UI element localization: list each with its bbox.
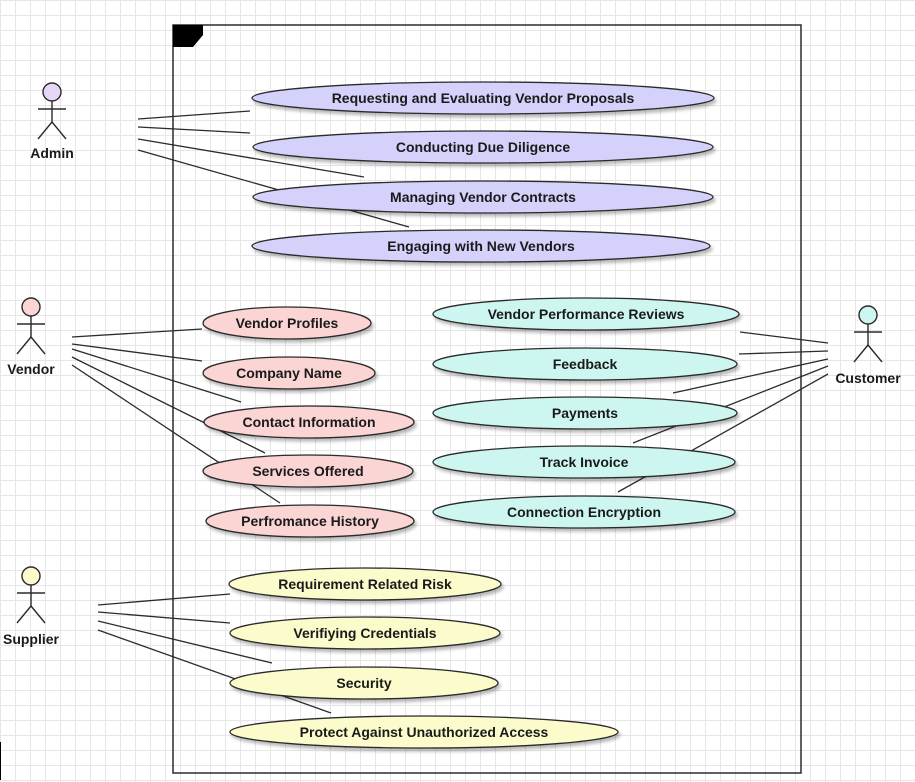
actor-admin[interactable]: Admin (30, 82, 74, 161)
actor-vendor[interactable]: Vendor (7, 297, 55, 377)
use-case-ellipse (251, 81, 715, 115)
actor-supplier[interactable]: Supplier (3, 566, 60, 647)
use-case-label: Feedback (553, 356, 618, 372)
customer-association-3 (672, 358, 829, 394)
use-case-ellipse (252, 130, 714, 164)
use-case-connection-encryption[interactable]: Connection Encryption (432, 495, 736, 529)
use-case-services-offered[interactable]: Services Offered (202, 454, 414, 488)
admin-association-1 (137, 110, 251, 120)
stick-figure-icon (853, 305, 883, 363)
actor-label: Customer (835, 370, 901, 386)
associations (71, 110, 829, 714)
use-case-requirement-related-risk[interactable]: Requirement Related Risk (228, 567, 502, 601)
use-case-label: Requesting and Evaluating Vendor Proposa… (332, 90, 635, 106)
customer-association-1 (739, 331, 829, 344)
supplier-association-3 (97, 620, 273, 664)
stick-figure-icon (37, 82, 67, 140)
use-case-ellipse (251, 229, 711, 263)
use-case-label: Vendor Performance Reviews (488, 306, 685, 322)
use-case-ellipse (202, 306, 372, 340)
use-case-ellipse (432, 445, 736, 479)
use-case-ellipse (205, 504, 415, 538)
use-case-label: Company Name (236, 365, 342, 381)
actor-customer[interactable]: Customer (835, 305, 901, 386)
admin-association-4 (137, 149, 410, 228)
admin-association-3 (137, 138, 365, 178)
use-case-label: Vendor Profiles (236, 315, 339, 331)
use-case-company-name[interactable]: Company Name (202, 356, 376, 390)
use-case-ellipse (252, 180, 714, 214)
stick-figure-icon (16, 566, 46, 624)
use-cases: Requesting and Evaluating Vendor Proposa… (202, 81, 740, 749)
vendor-association-2 (71, 343, 203, 362)
use-case-contact-information[interactable]: Contact Information (203, 405, 415, 439)
use-case-managing-vendor-contracts[interactable]: Managing Vendor Contracts (252, 180, 714, 214)
use-case-vendor-profiles[interactable]: Vendor Profiles (202, 306, 372, 340)
use-case-security[interactable]: Security (229, 666, 499, 700)
use-case-vendor-performance-reviews[interactable]: Vendor Performance Reviews (432, 297, 740, 331)
use-case-ellipse (203, 405, 415, 439)
system-boundary (172, 24, 802, 774)
actor-label: Vendor (7, 361, 55, 377)
use-case-ellipse (202, 454, 414, 488)
use-case-label: Perfromance History (241, 513, 379, 529)
use-case-verifiying-credentials[interactable]: Verifiying Credentials (229, 616, 501, 650)
use-case-ellipse (432, 347, 738, 381)
stick-figure-icon (16, 297, 46, 355)
use-case-label: Connection Encryption (507, 504, 661, 520)
use-case-label: Payments (552, 405, 618, 421)
use-case-ellipse (202, 356, 376, 390)
vendor-association-4 (71, 356, 266, 454)
use-case-conducting-due-diligence[interactable]: Conducting Due Diligence (252, 130, 714, 164)
use-case-label: Conducting Due Diligence (396, 139, 570, 155)
use-case-ellipse (229, 715, 619, 749)
use-case-label: Track Invoice (540, 454, 629, 470)
use-case-label: Engaging with New Vendors (387, 238, 575, 254)
use-case-protect-against-unauthorized-access[interactable]: Protect Against Unauthorized Access (229, 715, 619, 749)
vendor-association-3 (71, 348, 242, 403)
use-case-track-invoice[interactable]: Track Invoice (432, 445, 736, 479)
use-case-ellipse (432, 396, 738, 430)
use-case-label: Security (336, 675, 391, 691)
use-case-label: Protect Against Unauthorized Access (300, 724, 549, 740)
supplier-association-4 (97, 629, 332, 714)
use-case-ellipse (229, 616, 501, 650)
supplier-association-1 (97, 593, 231, 606)
use-case-ellipse (432, 297, 740, 331)
use-case-ellipse (228, 567, 502, 601)
use-case-label: Contact Information (243, 414, 376, 430)
actor-label: Admin (30, 145, 74, 161)
use-case-ellipse (229, 666, 499, 700)
use-case-engaging-with-new-vendors[interactable]: Engaging with New Vendors (251, 229, 711, 263)
use-case-perfromance-history[interactable]: Perfromance History (205, 504, 415, 538)
customer-association-4 (632, 365, 829, 444)
use-case-requesting-and-evaluating-vendor-proposals[interactable]: Requesting and Evaluating Vendor Proposa… (251, 81, 715, 115)
use-case-ellipse (432, 495, 736, 529)
customer-association-2 (738, 350, 829, 355)
use-case-label: Managing Vendor Contracts (390, 189, 576, 205)
supplier-association-2 (97, 611, 231, 624)
edge-marker (0, 742, 1, 780)
use-case-feedback[interactable]: Feedback (432, 347, 738, 381)
use-case-label: Requirement Related Risk (278, 576, 452, 592)
admin-association-2 (137, 126, 251, 134)
actor-label: Supplier (3, 631, 60, 647)
use-case-label: Verifiying Credentials (293, 625, 436, 641)
use-case-label: Services Offered (252, 463, 363, 479)
use-case-payments[interactable]: Payments (432, 396, 738, 430)
vendor-association-1 (71, 328, 203, 338)
